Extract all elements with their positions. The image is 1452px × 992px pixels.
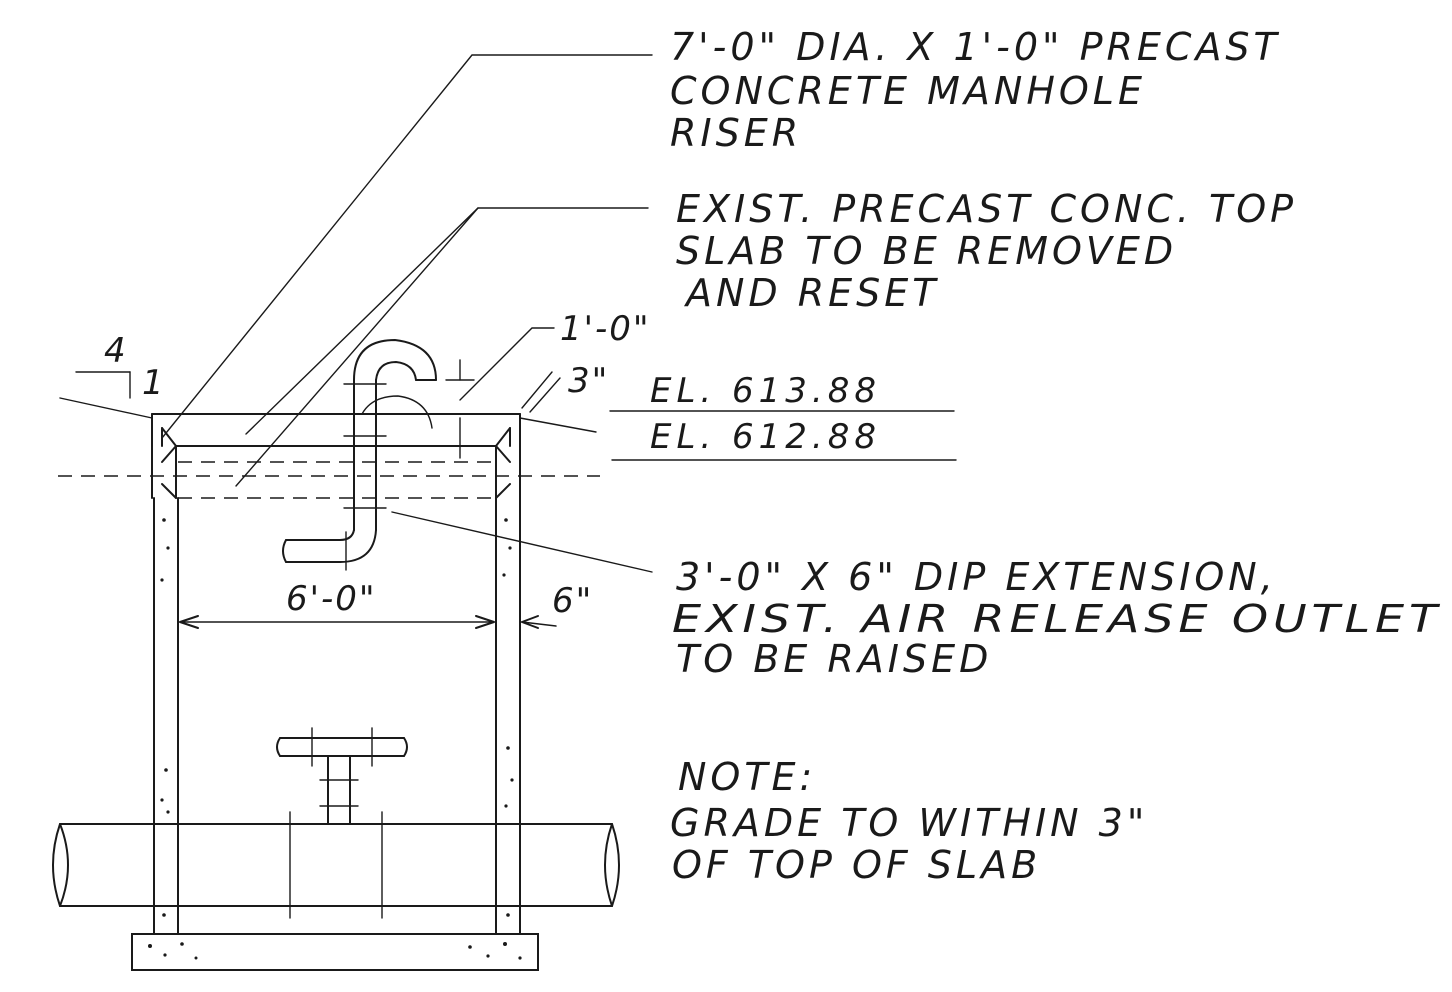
lower-tee-fitting: [276, 727, 408, 825]
slope-rise-label: 4: [104, 331, 128, 371]
riser-callout-line-2: CONCRETE MANHOLE: [670, 69, 1146, 113]
slab-callout-line-1: EXIST. PRECAST CONC. TOP: [676, 187, 1297, 231]
extension-callout-line-2: EXIST. AIR RELEASE OUTLET: [672, 597, 1442, 641]
manhole-left-wall: [153, 497, 179, 935]
main-pipe: [52, 811, 620, 919]
precast-riser: [151, 413, 521, 499]
inside-diameter-dimension: [179, 615, 557, 629]
wall-thickness-label: 6": [552, 581, 593, 621]
base-slab: [131, 933, 539, 971]
elevation-bottom: EL. 612.88: [650, 417, 881, 457]
manhole-right-wall: [495, 497, 521, 935]
elevation-top: EL. 613.88: [650, 371, 881, 411]
riser-callout-line-3: RISER: [670, 111, 802, 155]
inside-diameter-label: 6'-0": [286, 579, 377, 619]
slab-callout-line-3: AND RESET: [683, 271, 940, 315]
slab-edge-dimension: 3": [568, 361, 609, 401]
dip-extension-pipe: [282, 339, 437, 571]
riser-callout-line-1: 7'-0" DIA. X 1'-0" PRECAST: [670, 25, 1281, 69]
note-line-1: GRADE TO WITHIN 3": [670, 801, 1148, 845]
extension-callout-line-3: TO BE RAISED: [676, 637, 992, 681]
grade-lines: [58, 461, 600, 499]
leader-lines: [59, 54, 957, 573]
extension-callout-line-1: 3'-0" X 6" DIP EXTENSION,: [676, 555, 1277, 599]
note-line-2: OF TOP OF SLAB: [672, 843, 1041, 887]
riser-height-dimension: 1'-0": [560, 309, 651, 349]
note-heading: NOTE:: [678, 755, 816, 799]
slab-callout-line-2: SLAB TO BE REMOVED: [676, 229, 1177, 273]
slope-run-label: 1: [142, 363, 166, 403]
